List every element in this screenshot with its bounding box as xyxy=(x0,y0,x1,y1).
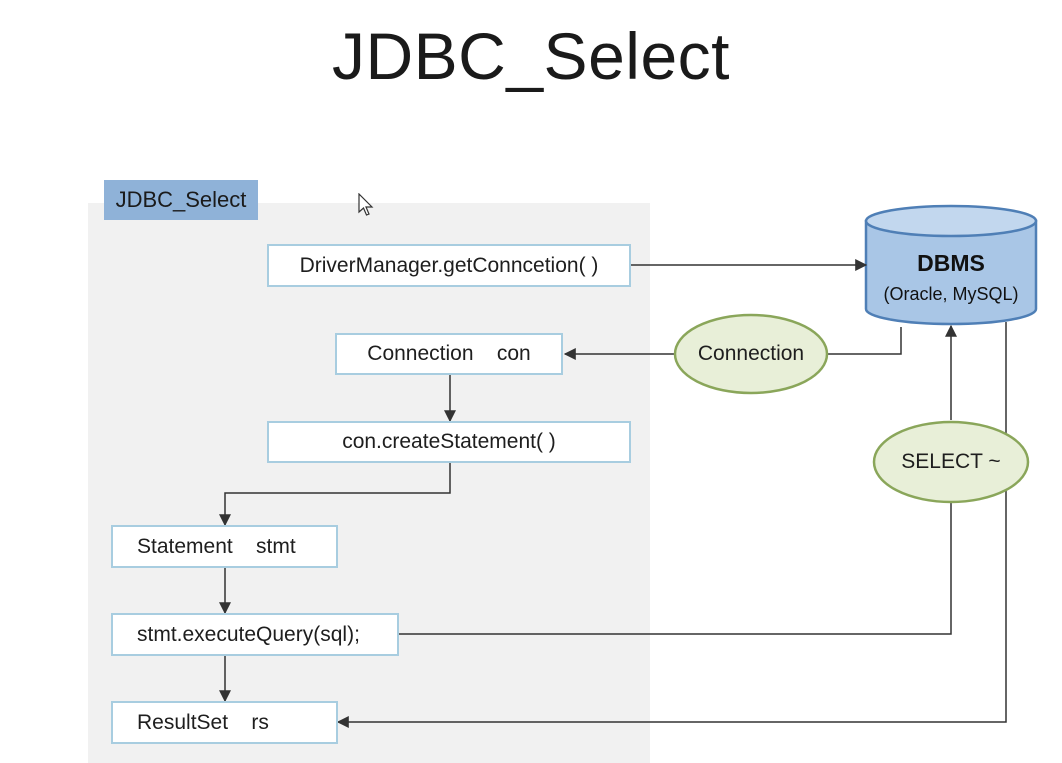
statement-stmt-box: Statement stmt xyxy=(111,525,338,568)
arrow-executequery-to-dbms xyxy=(399,503,952,635)
executequery-box: stmt.executeQuery(sql); xyxy=(111,613,399,656)
dbms-products: (Oracle, MySQL) xyxy=(883,284,1019,304)
jdbc-select-panel xyxy=(88,203,650,763)
arrow-createstatement-to-statement xyxy=(219,463,451,527)
createstatement-box: con.createStatement( ) xyxy=(267,421,631,463)
getconnection-box: DriverManager.getConncetion( ) xyxy=(267,244,631,287)
select-label: SELECT ~ xyxy=(901,450,1001,473)
resultset-rs-box: ResultSet rs xyxy=(111,701,338,744)
arrow-dbms-to-connection xyxy=(828,327,902,355)
connection-con-box: Connection con xyxy=(335,333,563,375)
diagram-title: JDBC_Select xyxy=(332,19,730,93)
select-ellipse xyxy=(872,420,1030,504)
dbms-cylinder xyxy=(864,204,1038,326)
connection-ellipse xyxy=(673,313,829,395)
mouse-cursor-icon xyxy=(358,193,374,216)
connection-label: Connection xyxy=(697,342,805,365)
arrow-dbms-to-resultset xyxy=(336,322,1007,728)
panel-label: JDBC_Select xyxy=(104,180,258,220)
dbms-name: DBMS xyxy=(917,250,985,276)
